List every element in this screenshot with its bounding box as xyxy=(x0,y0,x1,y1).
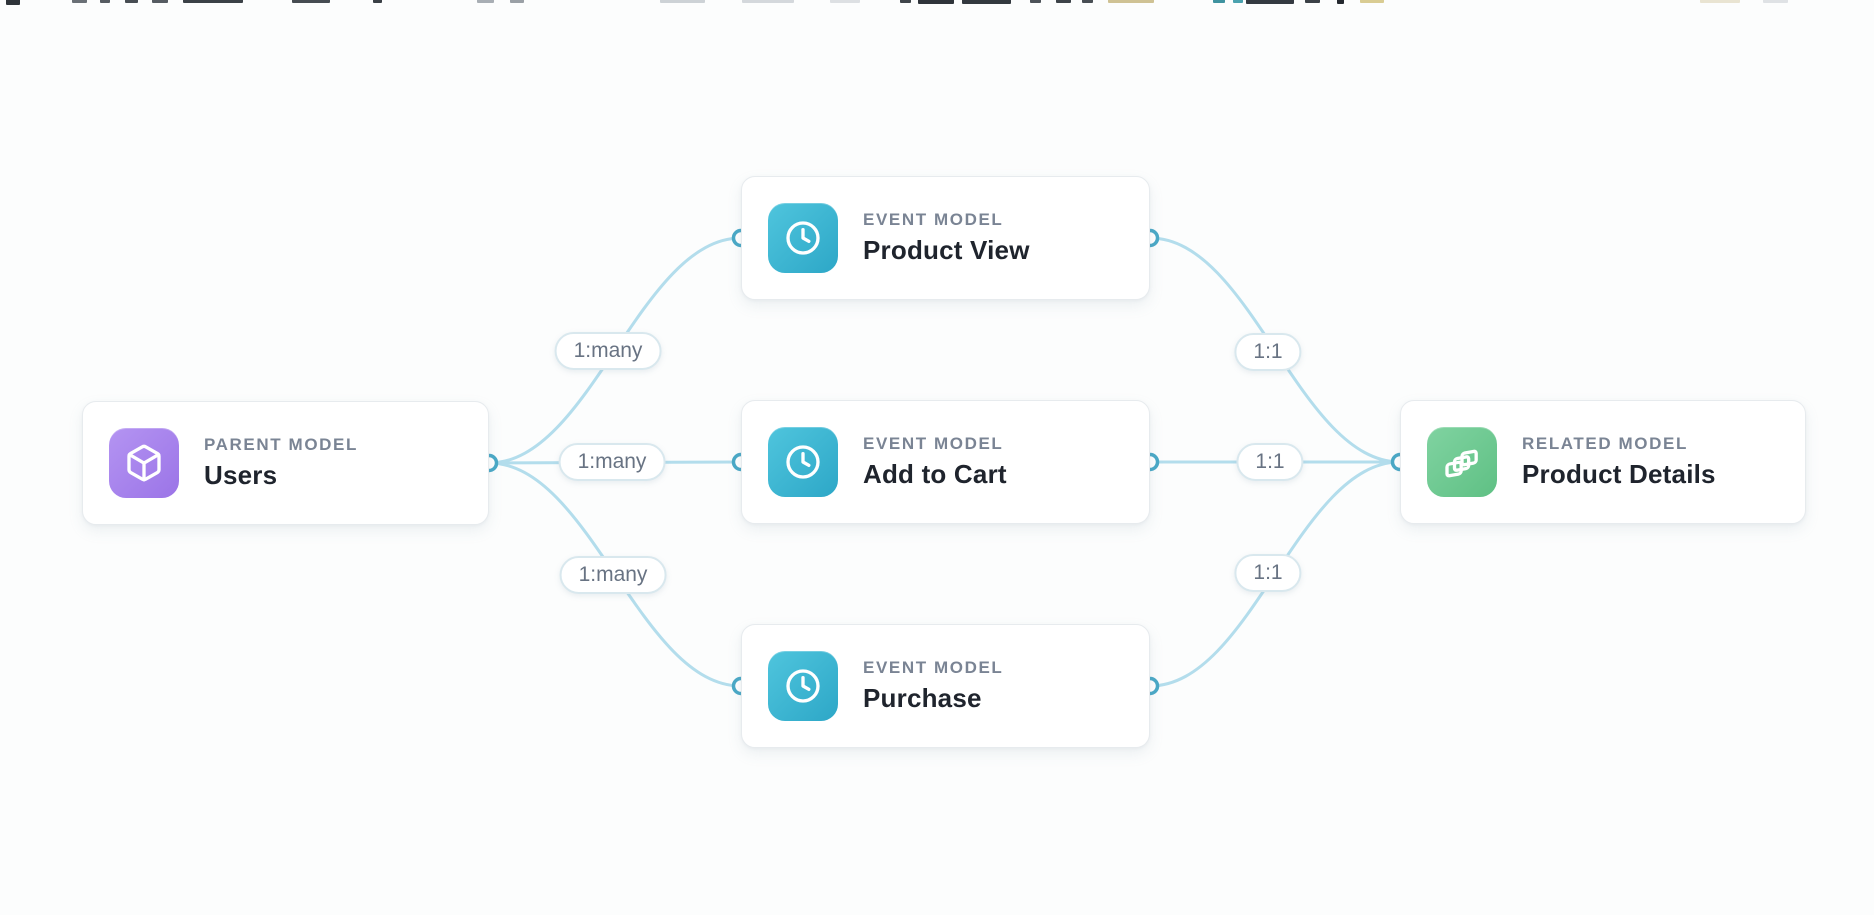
node-card-parent-users[interactable]: PARENT MODEL Users xyxy=(82,401,489,525)
cutoff-segment xyxy=(742,0,794,3)
node-kind-label: EVENT MODEL xyxy=(863,434,1004,453)
node-title: Purchase xyxy=(863,683,982,713)
cutoff-segment xyxy=(373,0,382,3)
cutoff-segment xyxy=(292,0,330,3)
cutoff-segment xyxy=(6,0,20,5)
cutoff-segment xyxy=(1337,0,1344,4)
node-card-event-product-view[interactable]: EVENT MODEL Product View xyxy=(741,176,1150,300)
cutoff-segment xyxy=(1056,0,1071,3)
clock-icon xyxy=(768,203,838,273)
cutoff-segment xyxy=(477,0,494,3)
cutoff-segment xyxy=(1360,0,1384,3)
cutoff-segment xyxy=(900,0,911,3)
clock-icon xyxy=(768,651,838,721)
cutoff-segment xyxy=(1233,0,1243,3)
cutoff-segment xyxy=(183,0,243,3)
cutoff-segment xyxy=(1213,0,1225,3)
node-title: Add to Cart xyxy=(863,459,1007,489)
cutoff-segment xyxy=(660,0,705,3)
relationship-label-one-to-many: 1:many xyxy=(558,443,666,481)
node-title: Users xyxy=(204,460,278,490)
cutoff-segment xyxy=(1763,0,1788,3)
layers-icon xyxy=(1427,427,1497,497)
relationship-label-one-to-one: 1:1 xyxy=(1234,333,1302,371)
cutoff-segment xyxy=(1082,0,1093,3)
cutoff-segment xyxy=(962,0,1011,4)
cutoff-toolbar-remnants xyxy=(0,0,1874,8)
cutoff-segment xyxy=(125,0,138,3)
cutoff-segment xyxy=(830,0,860,3)
node-kind-label: EVENT MODEL xyxy=(863,658,1004,677)
cutoff-segment xyxy=(1030,0,1041,3)
cutoff-segment xyxy=(510,0,524,3)
clock-icon xyxy=(768,427,838,497)
relationship-label-one-to-one: 1:1 xyxy=(1234,554,1302,592)
cutoff-segment xyxy=(1305,0,1320,3)
node-title: Product Details xyxy=(1522,459,1716,489)
node-card-event-add-to-cart[interactable]: EVENT MODEL Add to Cart xyxy=(741,400,1150,524)
node-kind-label: EVENT MODEL xyxy=(863,210,1004,229)
node-kind-label: PARENT MODEL xyxy=(204,435,358,454)
node-card-event-purchase[interactable]: EVENT MODEL Purchase xyxy=(741,624,1150,748)
node-kind-label: RELATED MODEL xyxy=(1522,434,1688,453)
cutoff-segment xyxy=(72,0,87,3)
relationship-label-one-to-many: 1:many xyxy=(554,332,662,370)
relationship-label-one-to-one: 1:1 xyxy=(1236,443,1304,481)
cutoff-segment xyxy=(152,0,168,3)
node-title: Product View xyxy=(863,235,1030,265)
cutoff-segment xyxy=(1246,0,1294,4)
node-card-related-product-details[interactable]: RELATED MODEL Product Details xyxy=(1400,400,1806,524)
cube-icon xyxy=(109,428,179,498)
cutoff-segment xyxy=(918,0,954,4)
cutoff-segment xyxy=(1108,0,1154,3)
relationship-label-one-to-many: 1:many xyxy=(559,556,667,594)
cutoff-segment xyxy=(1700,0,1740,3)
cutoff-segment xyxy=(100,0,110,3)
